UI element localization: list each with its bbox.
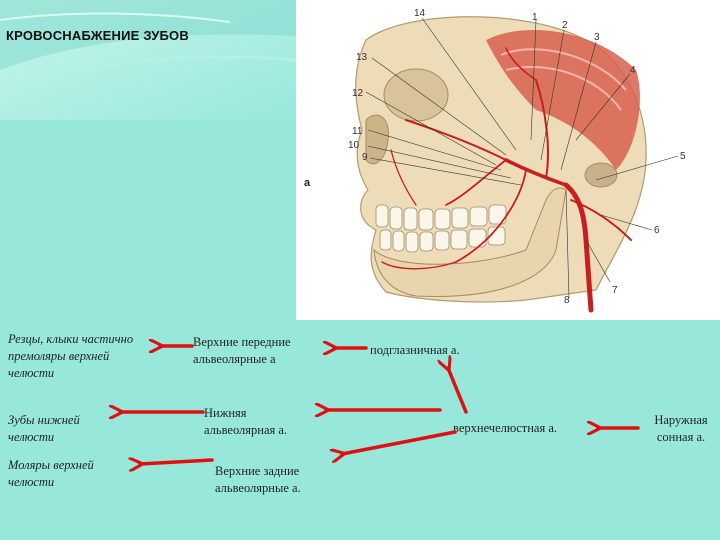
label-lower-teeth: Зубы нижней челюсти xyxy=(8,412,118,446)
label-inferior-alveolar: Нижняя альвеолярная а. xyxy=(204,405,314,439)
arrow-posterior-to-molars xyxy=(140,460,212,464)
background-wave xyxy=(0,0,296,120)
label-posterior-alveolar: Верхние задние альвеолярные а. xyxy=(215,463,335,497)
figure-number-14: 14 xyxy=(414,8,426,19)
label-maxillary: верхнечелюстная а. xyxy=(453,420,557,437)
figure-number-3: 3 xyxy=(594,32,600,43)
slide-title: КРОВОСНАБЖЕНИЕ ЗУБОВ xyxy=(6,28,189,43)
label-anterior-alveolar: Верхние передние альвеоляр­ные а xyxy=(193,334,328,368)
figure-number-2: 2 xyxy=(562,20,568,31)
figure-number-7: 7 xyxy=(612,285,618,296)
skull-illustration: 14 1 2 3 4 13 12 11 10 9 5 6 7 8 а xyxy=(296,0,720,320)
figure-number-11: 11 xyxy=(352,126,363,137)
figure-number-1: 1 xyxy=(532,12,538,23)
figure-number-4: 4 xyxy=(630,65,636,76)
label-incisors-canines: Резцы, клыки частично премоляры верхней … xyxy=(8,331,158,382)
figure-letter: а xyxy=(304,177,311,189)
figure-number-12: 12 xyxy=(352,88,364,99)
skull-drawing: 14 1 2 3 4 13 12 11 10 9 5 6 7 8 а xyxy=(296,0,720,320)
figure-number-10: 10 xyxy=(348,140,360,151)
label-upper-molars: Моляры верхней челюсти xyxy=(8,457,128,491)
figure-number-8: 8 xyxy=(564,295,570,306)
arrow-maxillary-to-infraorbital xyxy=(448,368,466,412)
figure-number-6: 6 xyxy=(654,225,660,236)
arrow-maxillary-to-posterior xyxy=(342,432,455,454)
figure-number-5: 5 xyxy=(680,151,686,162)
figure-number-13: 13 xyxy=(356,52,368,63)
figure-number-9: 9 xyxy=(362,152,368,163)
label-infraorbital: подглазничная а. xyxy=(370,342,460,359)
label-external-carotid: Наружная сонная а. xyxy=(645,412,717,446)
